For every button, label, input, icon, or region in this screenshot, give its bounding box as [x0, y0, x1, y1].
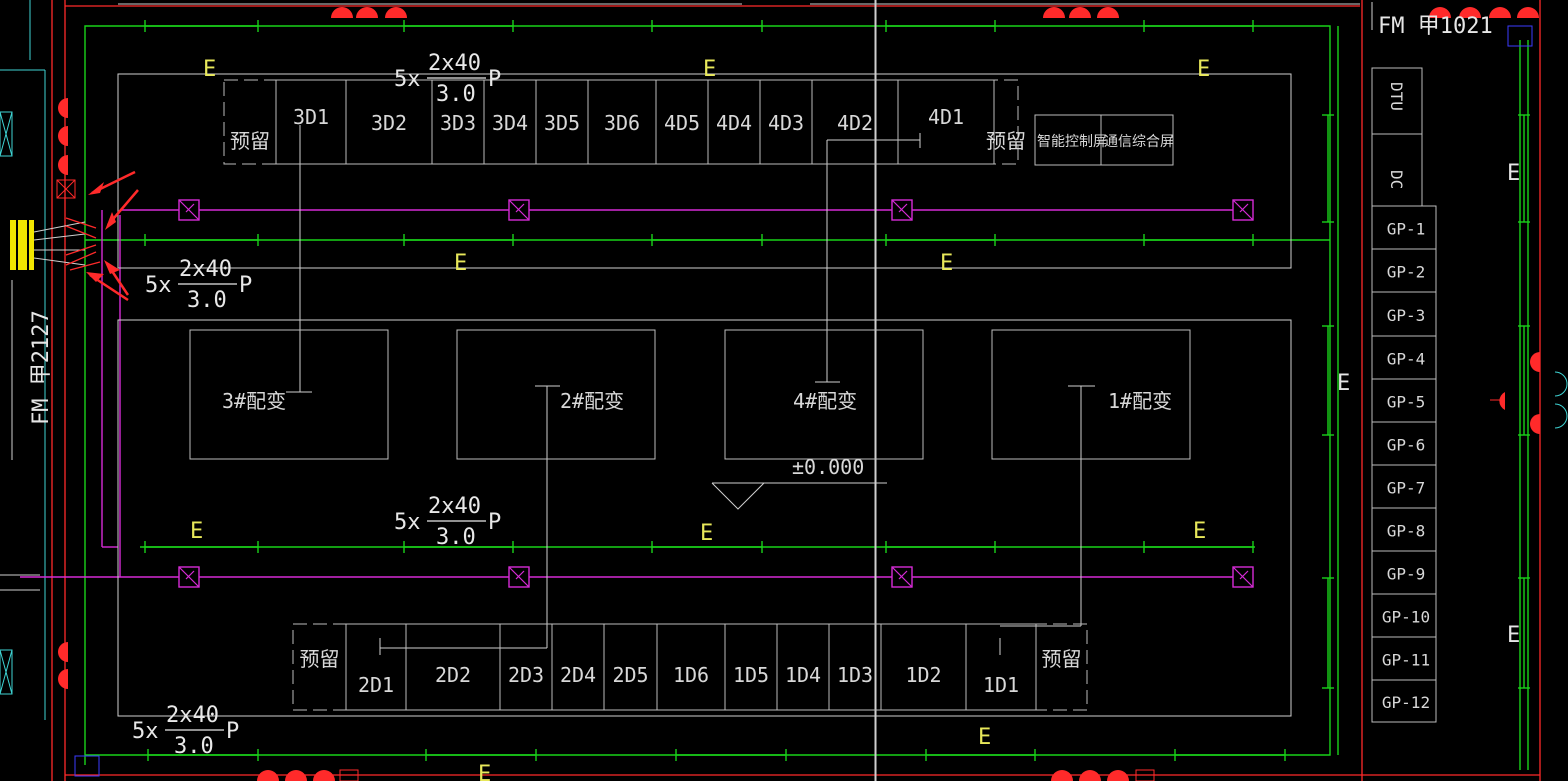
gp-panel-1: GP-1	[1387, 220, 1426, 239]
exit-box-icon	[56, 25, 1533, 781]
cable-count-1: 5x	[394, 510, 421, 535]
top-cubicle-0: 预留	[230, 129, 270, 153]
top-cubicle-10: 4D2	[837, 111, 873, 135]
gp-panel-column: DTU DC GP-1GP-2GP-3GP-4GP-5GP-6GP-7GP-8G…	[1371, 67, 1437, 723]
cable-numerator-1: 2x40	[428, 494, 481, 519]
cable-denominator-0: 3.0	[187, 288, 227, 313]
elevation-marker: ±0.000	[711, 455, 887, 510]
ground-label-e-4: E	[940, 251, 953, 276]
top-cubicle-3: 3D3	[440, 111, 476, 135]
ground-label-e-2: E	[1197, 57, 1210, 82]
bottom-cubicle-2: 2D2	[435, 663, 471, 687]
dc-label: DC	[1387, 170, 1406, 189]
ground-label-e-5: E	[190, 519, 203, 544]
gp-panel-7: GP-7	[1387, 479, 1426, 498]
ground-label-e-8: E	[978, 725, 991, 750]
light-fixtures	[178, 199, 1254, 588]
gp-panel-8: GP-8	[1387, 522, 1426, 541]
cable-suffix-0: P	[239, 273, 252, 298]
bottom-cubicle-11: 1D1	[983, 673, 1019, 697]
top-cubicle-1: 3D1	[293, 105, 329, 129]
gp-panel-5: GP-5	[1387, 393, 1426, 412]
bottom-cubicle-0: 预留	[300, 647, 340, 671]
transformer-3: 3#配变	[222, 389, 286, 413]
bottom-switchgear-row: 预留 2D1 2D2 2D3 2D4 2D5 1D6 1D5 1D4 1D3 1D2 1D1 预留	[292, 623, 1088, 711]
bottom-cubicle-7: 1D5	[733, 663, 769, 687]
fire-speaker-icons	[58, 7, 1568, 781]
ground-label-e-6: E	[700, 521, 713, 546]
cable-denominator-2: 3.0	[174, 734, 214, 759]
ground-label-e-0: E	[203, 57, 216, 82]
cable-numerator-2: 2x40	[166, 703, 219, 728]
bottom-cubicle-5: 2D5	[612, 663, 648, 687]
ground-label-e-1: E	[703, 57, 716, 82]
door-label-left: FM 甲2127	[29, 310, 54, 425]
transformer-1: 1#配变	[1108, 389, 1172, 413]
top-cubicle-8: 4D4	[716, 111, 752, 135]
elevation-label: ±0.000	[792, 455, 864, 479]
ground-label-e-9: E	[478, 762, 491, 781]
lighting-circuits	[20, 209, 1245, 578]
bottom-cubicle-12: 预留	[1042, 647, 1082, 671]
equipment-outlines	[117, 0, 1292, 781]
cable-count-2: 5x	[132, 719, 159, 744]
bottom-cubicle-10: 1D2	[905, 663, 941, 687]
bottom-cubicle-4: 2D4	[560, 663, 596, 687]
gp-panel-12: GP-12	[1382, 693, 1430, 712]
cable-denominator-3: 3.0	[436, 82, 476, 107]
gp-panel-4: GP-4	[1387, 350, 1426, 369]
gp-panel-3: GP-3	[1387, 306, 1426, 325]
bottom-cubicle-9: 1D3	[837, 663, 873, 687]
dtu-label: DTU	[1387, 82, 1406, 111]
top-cubicle-11: 4D1	[928, 105, 964, 129]
ground-label-e-3: E	[454, 251, 467, 276]
gp-panel-2: GP-2	[1387, 263, 1426, 282]
transformers: 3#配变 2#配变 4#配变 1#配变	[189, 329, 1191, 460]
gp-panel-11: GP-11	[1382, 651, 1430, 670]
bottom-cubicle-8: 1D4	[785, 663, 821, 687]
arrow-icon	[86, 170, 139, 302]
top-cubicle-4: 3D4	[492, 111, 528, 135]
transformer-4: 4#配变	[793, 389, 857, 413]
bottom-cubicle-3: 2D3	[508, 663, 544, 687]
gp-panel-6: GP-6	[1387, 436, 1426, 455]
ground-label-e-7: E	[1193, 519, 1206, 544]
cable-count-0: 5x	[145, 273, 172, 298]
cable-suffix-3: P	[488, 67, 501, 92]
top-cubicle-9: 4D3	[768, 111, 804, 135]
grounding-bars	[144, 20, 1530, 761]
top-cubicle-5: 3D5	[544, 111, 580, 135]
panel-intelligent-control: 智能控制屏	[1037, 134, 1107, 150]
left-wall-structure	[0, 0, 46, 720]
control-panels: 智能控制屏 通信综合屏	[1034, 114, 1174, 166]
bottom-cubicle-1: 2D1	[358, 673, 394, 697]
gp-panel-10: GP-10	[1382, 608, 1430, 627]
top-cubicle-6: 3D6	[604, 111, 640, 135]
transformer-2: 2#配变	[560, 389, 624, 413]
top-cubicle-12: 预留	[986, 129, 1026, 153]
cable-numerator-0: 2x40	[179, 257, 232, 282]
ground-label-e-w-1: E	[1507, 623, 1520, 648]
ground-label-e-w-0: E	[1507, 161, 1520, 186]
cable-tray-icon	[10, 217, 101, 271]
grounding-labels: E E E E E E E E E E E E E	[190, 57, 1520, 781]
cable-suffix-1: P	[488, 510, 501, 535]
ground-label-e-w-2: E	[1337, 371, 1350, 396]
cable-denominator-1: 3.0	[436, 525, 476, 550]
gp-panel-9: GP-9	[1387, 565, 1426, 584]
cable-count-3: 5x	[394, 67, 421, 92]
top-cubicle-7: 4D5	[664, 111, 700, 135]
top-cubicle-2: 3D2	[371, 111, 407, 135]
cable-suffix-2: P	[226, 719, 239, 744]
panel-communication: 通信综合屏	[1104, 134, 1174, 150]
bottom-cubicle-6: 1D6	[673, 663, 709, 687]
top-switchgear-row: 预留 3D1 3D2 3D3 3D4 3D5 3D6 4D5 4D4 4D3 4D2 4D1 预留	[223, 79, 1026, 165]
door-label-top-right: FM 甲1021	[1378, 14, 1493, 39]
cable-numerator-3: 2x40	[428, 51, 481, 76]
